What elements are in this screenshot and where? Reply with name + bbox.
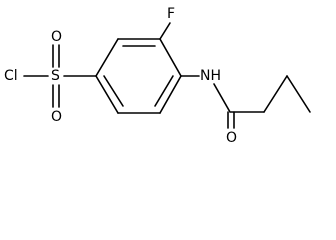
structure-diagram: Cl S O O F NH O: [4, 6, 311, 146]
sulfonyl-chloride-group: [23, 44, 97, 108]
ring-bond-c3-c4: [159, 38, 182, 77]
butanamide-chain: [180, 75, 311, 129]
bond-c3-c4: [286, 75, 311, 113]
atom-label-nh: NH: [200, 68, 221, 84]
atom-label-s: S: [51, 68, 60, 84]
atom-label-o-carbonyl: O: [226, 130, 237, 146]
molecule-drawing: Cl S O O F NH O: [4, 6, 311, 146]
ring-double-bond-inner-2: [154, 75, 174, 107]
bond-ring-to-f: [159, 22, 171, 40]
ring-bond-c4-c5: [159, 75, 182, 114]
ring-double-bond-inner-3: [103, 75, 124, 107]
ring-bond-c6-c1: [95, 75, 119, 114]
atom-label-f: F: [167, 6, 175, 22]
bond-c2-c3: [263, 75, 288, 113]
atom-label-o-top: O: [51, 29, 62, 45]
bond-n-to-carbonyl-c: [213, 83, 231, 113]
atom-label-cl: Cl: [4, 68, 18, 84]
atom-label-o-bottom: O: [51, 109, 62, 125]
ring-bond-c1-c2: [95, 38, 119, 77]
benzene-ring: [95, 38, 182, 114]
